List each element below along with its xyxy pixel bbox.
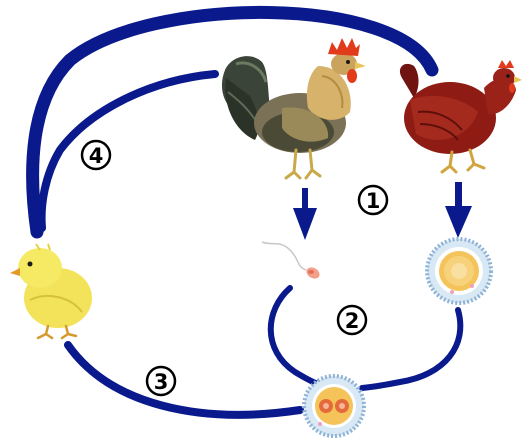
step-label-4: 4 bbox=[82, 141, 110, 169]
step-label-1: 1 bbox=[359, 186, 387, 214]
hen-picture bbox=[400, 60, 522, 172]
down-arrow-hen bbox=[445, 182, 472, 238]
down-arrow-rooster bbox=[293, 188, 317, 240]
step-label-1-text: 1 bbox=[366, 189, 381, 213]
arc-3 bbox=[68, 345, 300, 415]
arc-2-right bbox=[362, 310, 460, 388]
rooster-picture bbox=[222, 38, 366, 178]
step-label-2: 2 bbox=[338, 306, 366, 334]
step-label-3-text: 3 bbox=[154, 370, 169, 394]
inner-arc bbox=[42, 74, 215, 228]
chick-picture bbox=[10, 244, 92, 338]
step-label-3: 3 bbox=[147, 367, 175, 395]
sperm-picture bbox=[262, 242, 322, 281]
step-label-2-text: 2 bbox=[345, 309, 360, 333]
arc-2-left bbox=[271, 288, 318, 384]
egg-cell-picture bbox=[427, 239, 491, 303]
step-label-4-text: 4 bbox=[89, 144, 104, 168]
zygote-picture bbox=[304, 376, 364, 436]
